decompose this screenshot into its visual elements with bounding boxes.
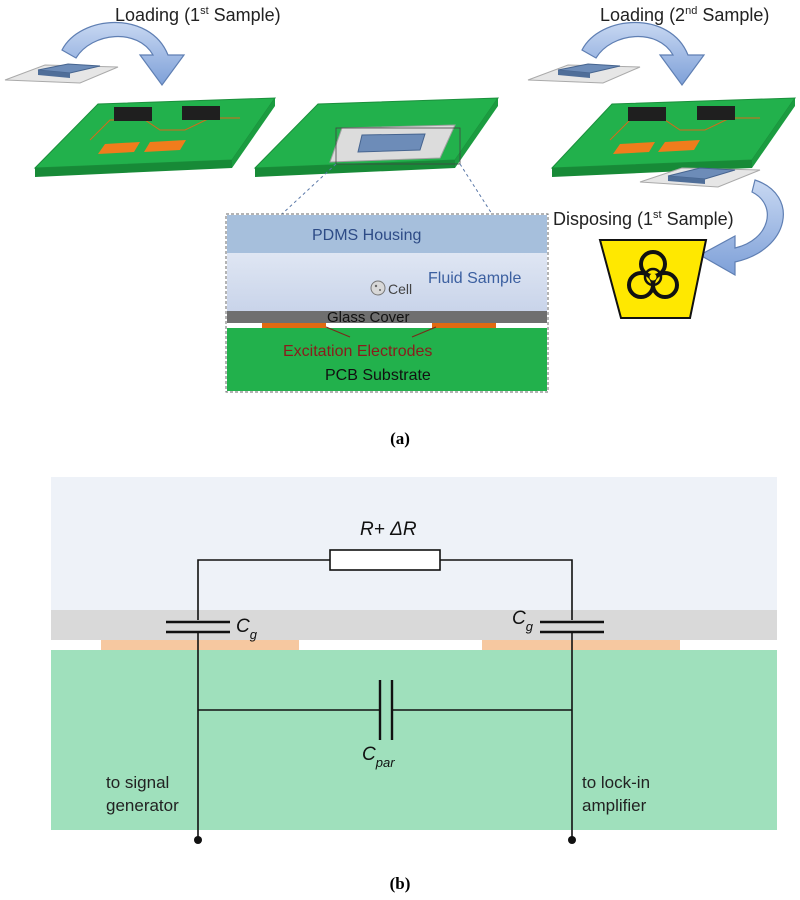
right-terminal-label-1: to lock-in <box>582 773 650 792</box>
panel-a-caption: (a) <box>390 429 410 448</box>
electrode-region-left <box>101 640 299 650</box>
pcb-board-2 <box>253 97 499 177</box>
sample-housing <box>357 133 426 153</box>
equivalent-circuit: R+ ΔR Cg Cg Cpar to signal generator to … <box>51 477 777 844</box>
cross-section: PDMS Housing Fluid Sample Cell Glass Cov… <box>225 213 549 393</box>
pointer-arrow <box>411 326 437 338</box>
glass-cover-label: Glass Cover <box>327 309 410 326</box>
ic-chip-icon <box>628 107 666 121</box>
left-terminal-label-2: generator <box>106 796 179 815</box>
ic-chip-icon <box>114 107 152 121</box>
zoom-line-right <box>459 163 493 215</box>
electrode-pad <box>144 140 186 152</box>
terminal-left <box>194 836 202 844</box>
disposing-arrow-icon <box>698 179 784 277</box>
electrode-pad <box>658 140 700 152</box>
resistor-label: R+ ΔR <box>360 519 417 540</box>
excitation-electrodes-label: Excitation Electrodes <box>283 343 432 360</box>
sample-chip-2nd <box>527 63 641 84</box>
glass-region <box>51 610 777 640</box>
glass-cover-layer <box>227 311 547 323</box>
pointer-arrow <box>325 326 351 338</box>
ic-chip-icon <box>697 106 735 120</box>
pcb-board-3 <box>550 97 796 177</box>
pcb-board-1 <box>33 97 276 177</box>
left-terminal-label-1: to signal <box>106 773 169 792</box>
sample-chip-1st <box>4 63 119 84</box>
fluid-sample-layer <box>227 253 547 311</box>
loading-arrow-2-icon <box>581 22 706 87</box>
resistor-icon <box>329 549 441 571</box>
cg-left-label: Cg <box>236 616 258 642</box>
electrode-region-right <box>482 640 680 650</box>
terminal-right <box>568 836 576 844</box>
cpar-label: Cpar <box>362 744 395 770</box>
excitation-electrode-right <box>432 323 496 328</box>
excitation-electrode-left <box>262 323 326 328</box>
fluid-sample-label: Fluid Sample <box>428 270 521 287</box>
ic-chip-icon <box>182 106 220 120</box>
pcb-region <box>51 650 777 830</box>
cell-label: Cell <box>388 281 412 297</box>
electrode-pad <box>98 142 140 154</box>
panel-b-caption: (b) <box>390 874 411 893</box>
right-terminal-label-2: amplifier <box>582 796 647 815</box>
loading-1st-label: Loading (1st Sample) <box>115 5 281 25</box>
loading-arrow-1-icon <box>61 22 186 87</box>
loading-2nd-label: Loading (2nd Sample) <box>600 5 769 25</box>
pdms-housing-label: PDMS Housing <box>312 227 421 244</box>
pcb-substrate-label: PCB Substrate <box>325 367 431 384</box>
cg-right-label: Cg <box>512 608 534 634</box>
zoom-line-left <box>281 163 337 215</box>
disposing-label: Disposing (1st Sample) <box>553 209 734 229</box>
biohazard-bin-icon <box>598 239 708 319</box>
zoom-box <box>335 127 461 165</box>
fluid-region <box>51 477 777 610</box>
cell-icon <box>370 280 386 296</box>
electrode-pad <box>613 142 655 154</box>
pcb-substrate-layer <box>227 328 547 391</box>
pdms-housing-layer <box>227 215 547 253</box>
sample-chip-disposed <box>639 167 761 188</box>
